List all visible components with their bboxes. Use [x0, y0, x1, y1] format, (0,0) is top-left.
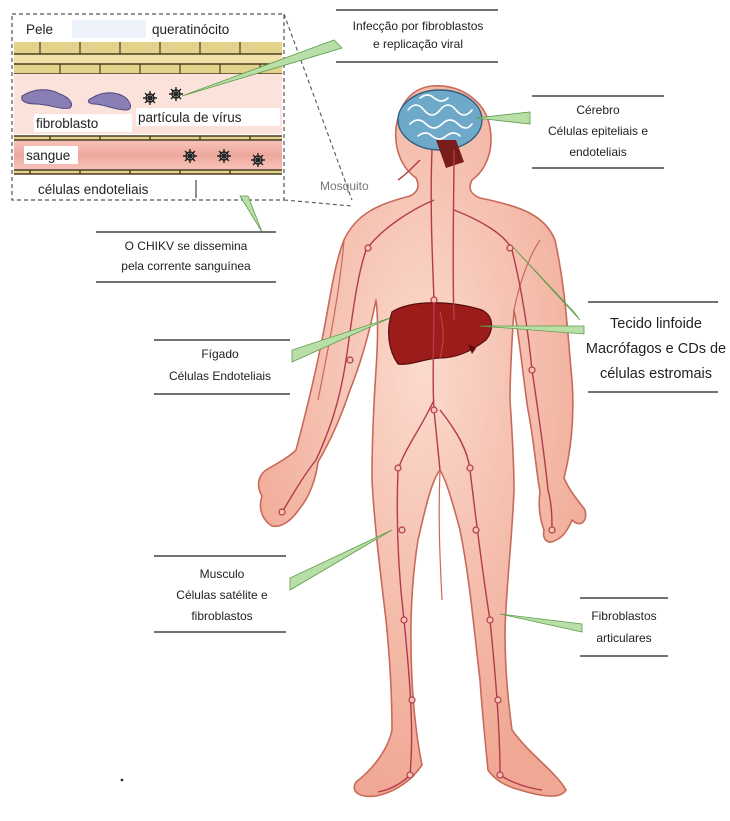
pointer-bloodstream [240, 196, 262, 232]
bloodstream-line-2: pela corrente sanguínea [121, 259, 251, 273]
lymphoid-line-1: Tecido linfoide [610, 316, 702, 332]
callout-joint: Fibroblastos articulares [580, 598, 668, 656]
callout-lymphoid: Tecido linfoide Macrófagos e CDs de célu… [586, 302, 726, 392]
skin-inset: Pele queratinócito fibroblasto partícula… [12, 14, 352, 206]
lymphoid-line-3: células estromais [600, 366, 712, 382]
virus-particle-label: partícula de vírus [138, 110, 242, 125]
blood-label: sangue [26, 148, 70, 163]
muscle-line-1: Musculo [200, 567, 245, 581]
liver-line-2: Células Endoteliais [169, 369, 271, 383]
pointer-joint [500, 614, 582, 632]
bloodstream-line-1: O CHIKV se dissemina [125, 239, 248, 253]
fibroblast-label: fibroblasto [36, 116, 98, 131]
infection-line-1: Infecção por fibroblastos [353, 19, 484, 33]
human-body [259, 86, 586, 797]
brain-line-2: Células epiteliais e [548, 124, 648, 138]
keratinocyte-label: queratinócito [152, 22, 229, 37]
brain-line-3: endoteliais [569, 145, 626, 159]
joint-line-2: articulares [596, 631, 651, 645]
joint-line-1: Fibroblastos [591, 609, 656, 623]
inset-zoom-line-bottom [284, 200, 352, 206]
muscle-line-3: fibroblastos [191, 609, 252, 623]
skin-label: Pele [26, 22, 53, 37]
infection-line-2: e replicação viral [373, 37, 463, 51]
body-silhouette [259, 86, 586, 797]
callout-infection: Infecção por fibroblastos e replicação v… [336, 10, 498, 62]
legs-divider [439, 470, 442, 600]
stray-dot [121, 779, 124, 782]
liver-line-1: Fígado [201, 347, 239, 361]
endothelial-cells-label: células endoteliais [38, 182, 149, 197]
muscle-line-2: Células satélite e [176, 588, 268, 602]
callout-muscle: Musculo Células satélite e fibroblastos [154, 556, 286, 632]
pointer-muscle [290, 530, 392, 590]
mosquito-label: Mosquito [320, 179, 369, 193]
callout-bloodstream: O CHIKV se dissemina pela corrente sangu… [96, 232, 276, 282]
inset-zoom-line-top [284, 14, 352, 200]
brain-line-1: Cérebro [576, 103, 620, 117]
callout-brain: Cérebro Células epiteliais e endoteliais [532, 96, 664, 168]
lymphoid-line-2: Macrófagos e CDs de [586, 341, 726, 357]
callout-liver: Fígado Células Endoteliais [154, 340, 290, 394]
